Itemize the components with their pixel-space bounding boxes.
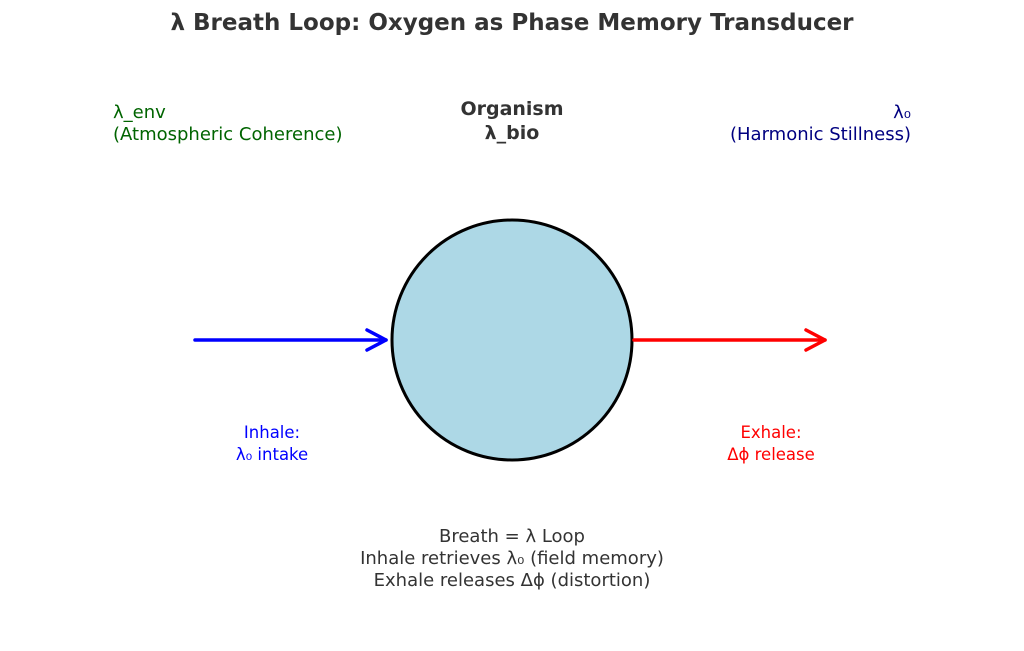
summary-line-1: Breath = λ Loop (439, 526, 585, 547)
inhale-title: Inhale: (243, 423, 301, 442)
environment-label: λ_env (Atmospheric Coherence) (113, 102, 342, 146)
stillness-symbol: λ₀ (893, 102, 911, 123)
inhale-arrow (193, 328, 388, 352)
inhale-label: Inhale: λ₀ intake (172, 422, 372, 466)
organism-circle (390, 218, 634, 462)
environment-symbol: λ_env (113, 102, 166, 123)
diagram-title: λ Breath Loop: Oxygen as Phase Memory Tr… (170, 10, 854, 36)
inhale-description: λ₀ intake (235, 445, 309, 464)
summary-line-2: Inhale retrieves λ₀ (field memory) (360, 548, 664, 569)
organism-label: Organism λ_bio (412, 97, 612, 145)
inhale-arrow-head (365, 328, 388, 352)
organism-name: Organism (460, 98, 564, 120)
exhale-arrow (632, 328, 827, 352)
stillness-description: (Harmonic Stillness) (730, 124, 911, 145)
exhale-title: Exhale: (740, 423, 802, 442)
organism-symbol: λ_bio (484, 122, 540, 144)
exhale-description: Δϕ release (727, 445, 815, 464)
exhale-arrow-head (804, 328, 827, 352)
summary-line-3: Exhale releases Δϕ (distortion) (373, 570, 651, 591)
environment-description: (Atmospheric Coherence) (113, 124, 343, 145)
summary-caption: Breath = λ Loop Inhale retrieves λ₀ (fie… (262, 526, 762, 592)
stillness-label: λ₀ (Harmonic Stillness) (730, 102, 911, 146)
exhale-label: Exhale: Δϕ release (671, 422, 871, 466)
